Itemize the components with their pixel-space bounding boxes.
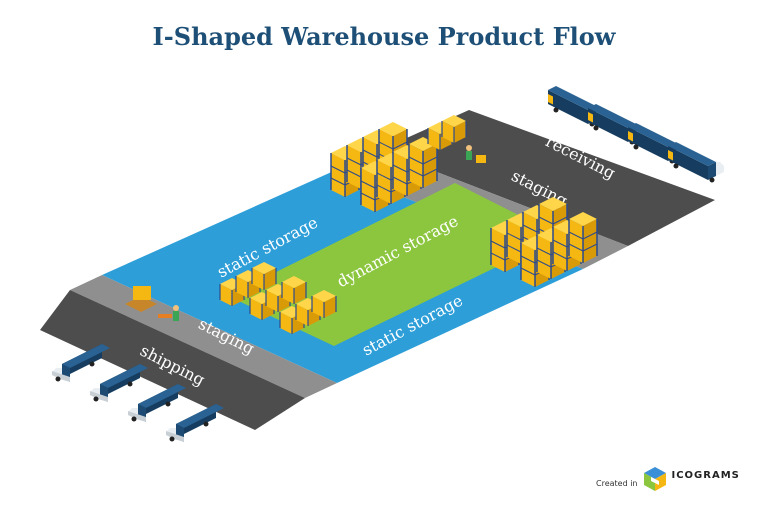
diagram-title: I-Shaped Warehouse Product Flow xyxy=(152,22,616,51)
credit-badge: Created in ICOGRAMS xyxy=(596,466,740,492)
truck-icon xyxy=(668,142,724,183)
icograms-logo-icon xyxy=(643,467,666,491)
worker-icon xyxy=(466,145,486,163)
worker-icon xyxy=(158,305,179,321)
rack-icon xyxy=(568,211,598,264)
truck-icon xyxy=(128,384,186,422)
rack-icon xyxy=(441,114,467,144)
rack-icon xyxy=(251,261,277,291)
truck-icon xyxy=(166,404,224,442)
rack-icon xyxy=(311,289,337,319)
credit-prefix: Created in xyxy=(596,478,638,488)
rack-icon xyxy=(281,275,307,305)
pallet-icon xyxy=(125,286,157,312)
truck-icon xyxy=(52,344,110,382)
receiving-dock xyxy=(380,110,715,246)
shipping-dock xyxy=(40,290,305,430)
credit-brand: ICOGRAMS xyxy=(671,469,740,481)
truck-icon xyxy=(90,364,148,402)
